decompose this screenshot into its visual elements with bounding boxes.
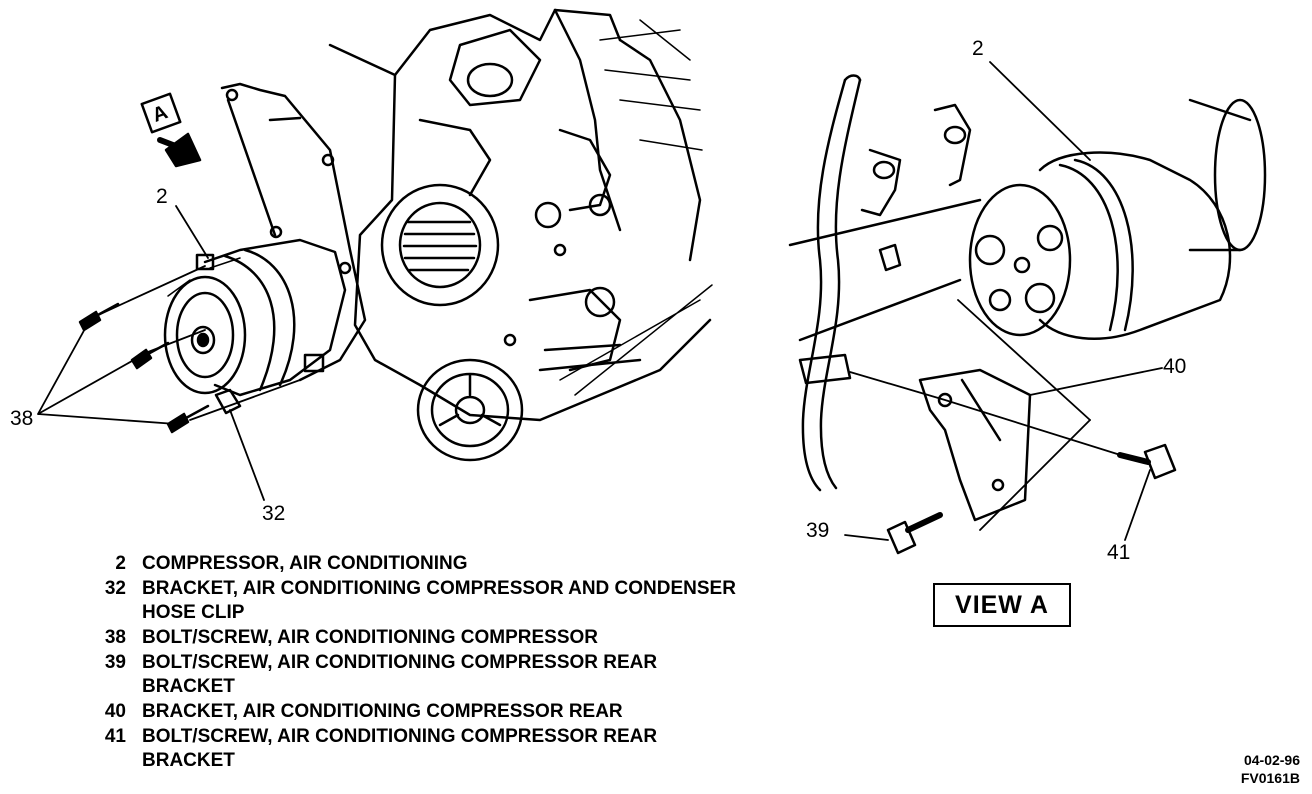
parts-legend: 2 COMPRESSOR, AIR CONDITIONING 32 BRACKE… [98,552,738,774]
callout-40: 40 [1163,355,1187,378]
callout-38: 38 [10,407,34,430]
legend-text: BOLT/SCREW, AIR CONDITIONING COMPRESSOR [142,627,599,648]
callout-2-main: 2 [156,185,168,208]
leader-lines-main [37,205,301,501]
legend-row: 39 BOLT/SCREW, AIR CONDITIONING COMPRESS… [98,651,738,699]
legend-row: 41 BOLT/SCREW, AIR CONDITIONING COMPRESS… [98,725,738,773]
view-a-drawing [788,74,1267,555]
legend-text: BOLT/SCREW, AIR CONDITIONING COMPRESSOR … [142,726,658,771]
engine-block [321,8,713,462]
legend-num: 32 [104,578,126,599]
compressor-mount-plate [220,82,367,382]
legend-row: 32 BRACKET, AIR CONDITIONING COMPRESSOR … [98,577,738,625]
legend-num: 39 [104,652,126,673]
legend-text: BRACKET, AIR CONDITIONING COMPRESSOR AND… [142,578,736,623]
callout-39: 39 [806,519,830,542]
legend-num: 41 [104,726,126,747]
callout-32: 32 [262,502,286,525]
legend-row: 40 BRACKET, AIR CONDITIONING COMPRESSOR … [98,700,738,724]
legend-text: COMPRESSOR, AIR CONDITIONING [142,553,468,574]
figure-id: FV0161B [1240,770,1300,786]
legend-row: 2 COMPRESSOR, AIR CONDITIONING [98,552,738,576]
legend-text: BRACKET, AIR CONDITIONING COMPRESSOR REA… [142,701,623,722]
legend-num: 2 [115,553,126,574]
ac-compressor-main [163,238,347,415]
bolts-38 [78,302,210,434]
view-a-arrow-icon [140,92,202,168]
leader-lines-view-a [844,61,1163,541]
legend-num: 38 [104,627,126,648]
callout-2-view-a: 2 [972,37,984,60]
legend-num: 40 [104,701,126,722]
figure-date: 04-02-96 [1243,752,1300,768]
callout-41: 41 [1107,541,1131,564]
view-a-label: VIEW A [933,583,1071,627]
legend-row: 38 BOLT/SCREW, AIR CONDITIONING COMPRESS… [98,626,738,650]
legend-text: BOLT/SCREW, AIR CONDITIONING COMPRESSOR … [142,652,658,697]
